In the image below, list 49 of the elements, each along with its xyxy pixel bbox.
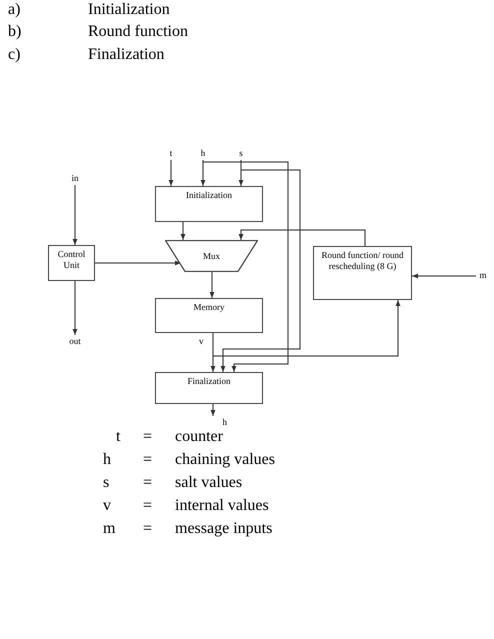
note-text: s [103,473,110,493]
note-text: = [143,496,152,516]
note-text: salt values [175,473,242,493]
note-text: v [103,496,111,516]
arrow [210,332,216,372]
signal-label: s [235,147,247,160]
arrow [412,274,476,278]
signal-label: out [64,335,86,348]
signal-label: h [207,416,227,429]
note-text: = [143,473,152,493]
arrow [210,404,216,416]
note-text: a) [8,0,20,20]
note-text: message inputs [175,519,272,539]
note-text: = [143,519,152,539]
note-text: Round function [88,22,188,42]
arrow [72,184,78,246]
note-text: c) [8,45,20,65]
signal-label: t [165,147,177,160]
note-text: t [116,427,120,447]
note-text: = [143,427,152,447]
note-text: counter [175,427,223,447]
signal-label: h [197,147,209,160]
arrow [238,230,366,246]
note-text: internal values [175,496,269,516]
multiplexer-trapezoid: Mux [165,240,258,272]
arrow [72,280,78,336]
note-text: m [103,519,116,539]
arrow [212,300,400,356]
arrow [94,260,182,266]
note-text: b) [8,22,22,42]
arrow [202,160,288,372]
note-text: h [103,450,111,470]
note-text: = [143,450,152,470]
edge-label: v [198,337,204,346]
process-box: Initialization [155,186,263,222]
arrow [220,160,300,372]
process-box: Control Unit [48,245,95,281]
process-box: Finalization [155,372,263,404]
arrow [200,160,206,186]
note-text: chaining values [175,450,275,470]
note-text: Initialization [88,0,170,20]
signal-label: m [476,269,490,282]
arrow [168,160,174,186]
arrow [210,272,214,298]
process-box: Memory [155,298,263,333]
arrow [180,222,186,240]
note-text: Finalization [88,45,164,65]
signal-label: in [67,172,83,185]
process-box: Round function/ round rescheduling (8 G) [313,246,412,300]
